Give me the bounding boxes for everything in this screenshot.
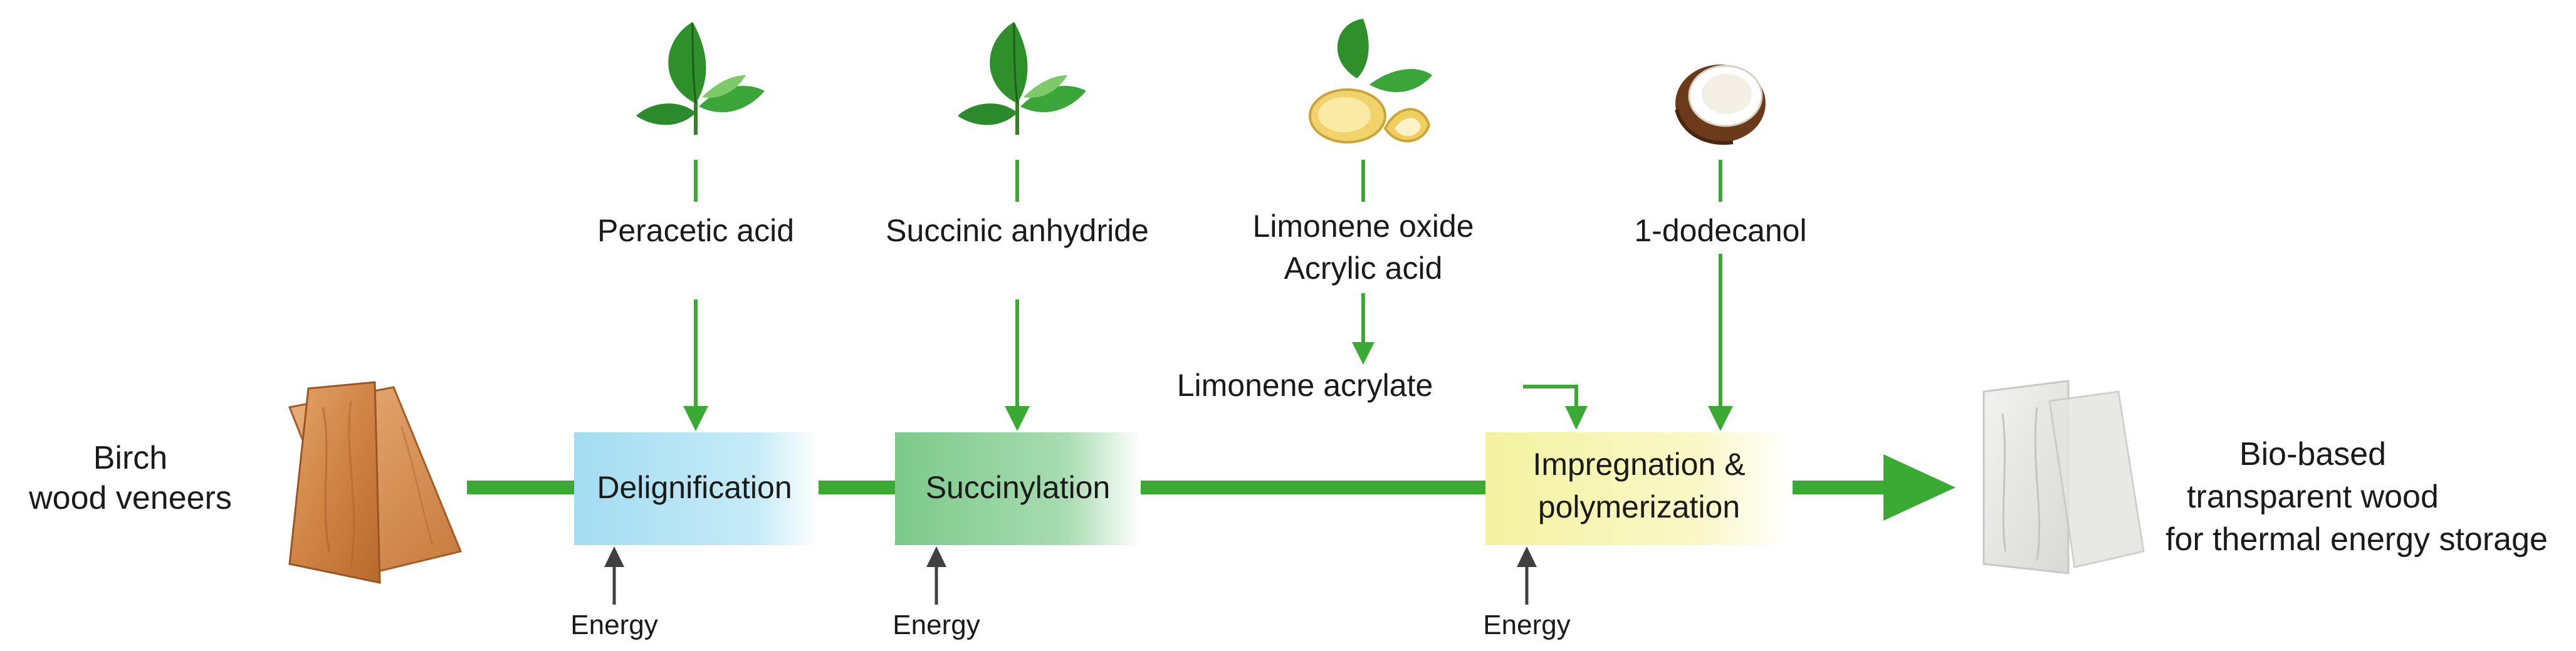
arrow-limonene-to-acrylate — [1352, 293, 1374, 365]
reagent-peracetic-acid: Peracetic acid — [597, 213, 794, 248]
reagent-acrylic-acid: Acrylic acid — [1284, 251, 1443, 286]
arrow-succinic-to-succinylation — [1005, 299, 1030, 431]
reagent-succinic-anhydride: Succinic anhydride — [886, 213, 1149, 248]
birch-veneer-icon — [288, 381, 463, 584]
succinylation-box — [895, 432, 1141, 545]
reagent-limonene-oxide: Limonene oxide — [1252, 209, 1474, 244]
output-label-line3: for thermal energy storage — [2165, 521, 2548, 558]
reagent-1-dodecanol: 1-dodecanol — [1634, 213, 1806, 248]
lemon-leaf-icon — [1309, 19, 1432, 143]
output-label-line1: Bio-based — [2239, 436, 2386, 472]
energy-arrow-2 — [926, 546, 946, 605]
coconut-icon — [1675, 65, 1766, 145]
delignification-label: Delignification — [597, 470, 792, 505]
main-flow-arrowhead — [1883, 454, 1956, 521]
input-label-line2: wood veneers — [28, 480, 232, 516]
impregnation-label-line2: polymerization — [1538, 489, 1740, 524]
transparent-wood-icon — [1982, 380, 2145, 575]
arrow-acrylate-to-impregnation — [1523, 385, 1588, 430]
impregnation-box — [1485, 432, 1793, 545]
energy-label-1: Energy — [570, 610, 657, 640]
energy-label-3: Energy — [1483, 610, 1570, 640]
arrow-dodecanol-to-impregnation — [1708, 254, 1733, 431]
energy-arrow-3 — [1517, 546, 1537, 605]
output-label-line2: transparent wood — [2187, 479, 2439, 515]
leaf-icon — [958, 22, 1086, 135]
input-label-line1: Birch — [93, 440, 167, 476]
energy-arrow-1 — [604, 546, 624, 605]
reagent-limonene-acrylate: Limonene acrylate — [1177, 368, 1433, 403]
leaf-icon — [636, 22, 765, 135]
succinylation-label: Succinylation — [926, 470, 1111, 505]
impregnation-label-line1: Impregnation & — [1532, 447, 1745, 482]
energy-label-2: Energy — [893, 610, 980, 640]
delignification-box — [574, 432, 819, 545]
arrow-peracetic-to-delignification — [683, 299, 708, 431]
